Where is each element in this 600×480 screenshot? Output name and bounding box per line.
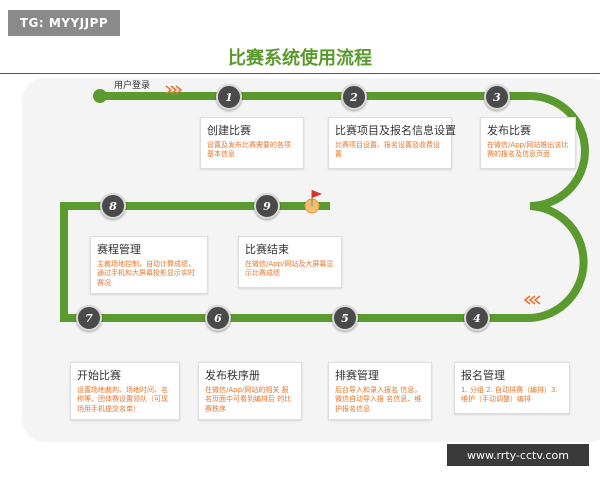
step-desc: 在微信/App/网站推出该比赛的报名及信息页面	[487, 141, 569, 159]
step-card-8[interactable]: 赛程管理 主裁场地控制，自动计算成绩，通过手机和大屏幕投影显示实时赛况	[90, 236, 208, 294]
step-desc: 后台导入和录入报名 信息，微信自动导入报 名信息、维护报名信息	[335, 386, 422, 413]
start-dot	[93, 89, 107, 103]
step-node-8[interactable]: 8	[100, 193, 126, 219]
step-desc: 比赛项目设置、报名设置及收费设置	[335, 141, 440, 159]
step-title: 开始比赛	[77, 369, 121, 382]
step-node-2[interactable]: 2	[341, 84, 367, 110]
step-title: 赛程管理	[97, 243, 141, 256]
step-card-9[interactable]: 比赛结束 在微信/App/网站及大屏幕显示比赛成绩	[238, 236, 342, 288]
step-desc: 设置场地裁判、场地时间、名称等、团体赛设置领队（可现场用手机提交名单）	[77, 386, 168, 413]
step-node-7[interactable]: 7	[76, 305, 102, 331]
step-node-3[interactable]: 3	[484, 84, 510, 110]
step-node-5[interactable]: 5	[332, 305, 358, 331]
step-node-4[interactable]: 4	[464, 305, 490, 331]
step-node-9[interactable]: 9	[254, 193, 280, 219]
finish-flag-icon	[304, 190, 322, 214]
step-card-1[interactable]: 创建比赛 设置及发布比赛需要的各项基本信息	[200, 117, 304, 169]
track-erase	[330, 202, 530, 212]
page-title: 比赛系统使用流程	[228, 48, 372, 69]
watermark: www.rrty-cctv.com	[447, 444, 589, 466]
step-desc: 设置及发布比赛需要的各项基本信息	[207, 141, 291, 159]
step-card-3[interactable]: 发布比赛 在微信/App/网站推出该比赛的报名及信息页面	[480, 117, 576, 169]
step-card-2[interactable]: 比赛项目及报名信息设置 比赛项目设置、报名设置及收费设置	[328, 117, 456, 169]
step-title: 创建比赛	[207, 124, 251, 137]
step-title: 报名管理	[461, 369, 505, 382]
step-card-7[interactable]: 开始比赛 设置场地裁判、场地时间、名称等、团体赛设置领队（可现场用手机提交名单）	[70, 362, 180, 420]
user-login-label: 用户登录	[114, 81, 151, 91]
chevron-return-icon	[523, 295, 541, 305]
step-desc: 在微信/App/网站的相关 报名页面中可看到编排后 的比赛秩序	[205, 386, 292, 413]
step-title: 发布秩序册	[205, 369, 260, 382]
step-node-6[interactable]: 6	[205, 305, 231, 331]
chevron-start-icon	[165, 85, 183, 95]
step-desc: 在微信/App/网站及大屏幕显示比赛成绩	[245, 260, 334, 278]
step-node-1[interactable]: 1	[216, 84, 242, 110]
step-card-6[interactable]: 发布秩序册 在微信/App/网站的相关 报名页面中可看到编排后 的比赛秩序	[198, 362, 302, 420]
step-card-4[interactable]: 报名管理 1. 分组 2. 自动排赛（编排）3. 维护（手动调整）编排	[454, 362, 570, 414]
step-title: 比赛结束	[245, 243, 289, 256]
step-desc: 主裁场地控制，自动计算成绩，通过手机和大屏幕投影显示实时赛况	[97, 260, 195, 287]
tg-badge: TG: MYYJJPP	[8, 10, 120, 36]
step-card-5[interactable]: 排赛管理 后台导入和录入报名 信息，微信自动导入报 名信息、维护报名信息	[328, 362, 432, 420]
step-title: 排赛管理	[335, 369, 379, 382]
title-divider	[0, 73, 600, 74]
step-title: 比赛项目及报名信息设置	[335, 124, 456, 137]
step-title: 发布比赛	[487, 124, 531, 137]
step-desc: 1. 分组 2. 自动排赛（编排）3. 维护（手动调整）编排	[461, 386, 558, 404]
